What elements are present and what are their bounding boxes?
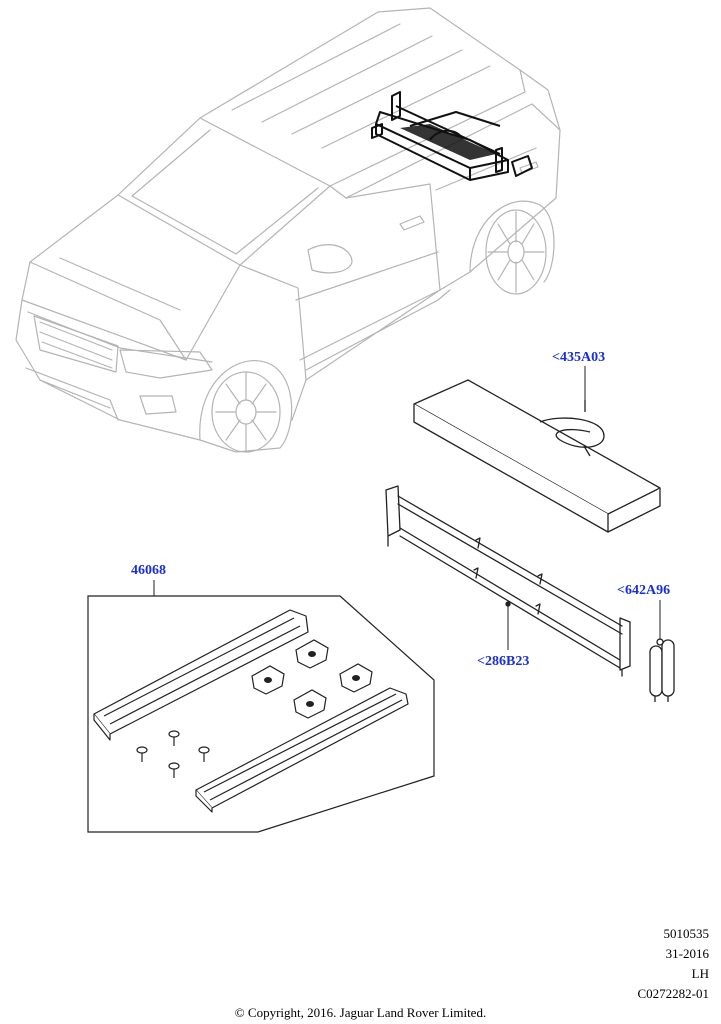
end-cap-part	[649, 638, 675, 702]
meta-line-4: C0272282-01	[637, 986, 710, 1001]
bolts	[136, 730, 210, 778]
callout-286B23[interactable]: <286B23	[477, 654, 530, 669]
meta-line-1: 5010535	[663, 926, 710, 941]
vehicle-illustration	[15, 7, 561, 453]
meta-line-3: LH	[691, 966, 709, 981]
tent-bag-part	[413, 379, 661, 533]
clamp-holes	[264, 651, 360, 707]
meta-line-2: 31-2016	[665, 946, 709, 961]
callout-46068[interactable]: 46068	[131, 563, 166, 578]
tent-frame-part	[385, 485, 631, 677]
roof-tent-fill	[400, 124, 496, 160]
roof-tent-highlight	[371, 91, 533, 181]
callout-642A96[interactable]: <642A96	[617, 583, 671, 598]
kit-outline	[87, 595, 435, 833]
copyright-notice: © Copyright, 2016. Jaguar Land Rover Lim…	[234, 1005, 487, 1020]
callout-435A03[interactable]: <435A03	[552, 350, 606, 365]
mounting-rails	[93, 609, 409, 813]
